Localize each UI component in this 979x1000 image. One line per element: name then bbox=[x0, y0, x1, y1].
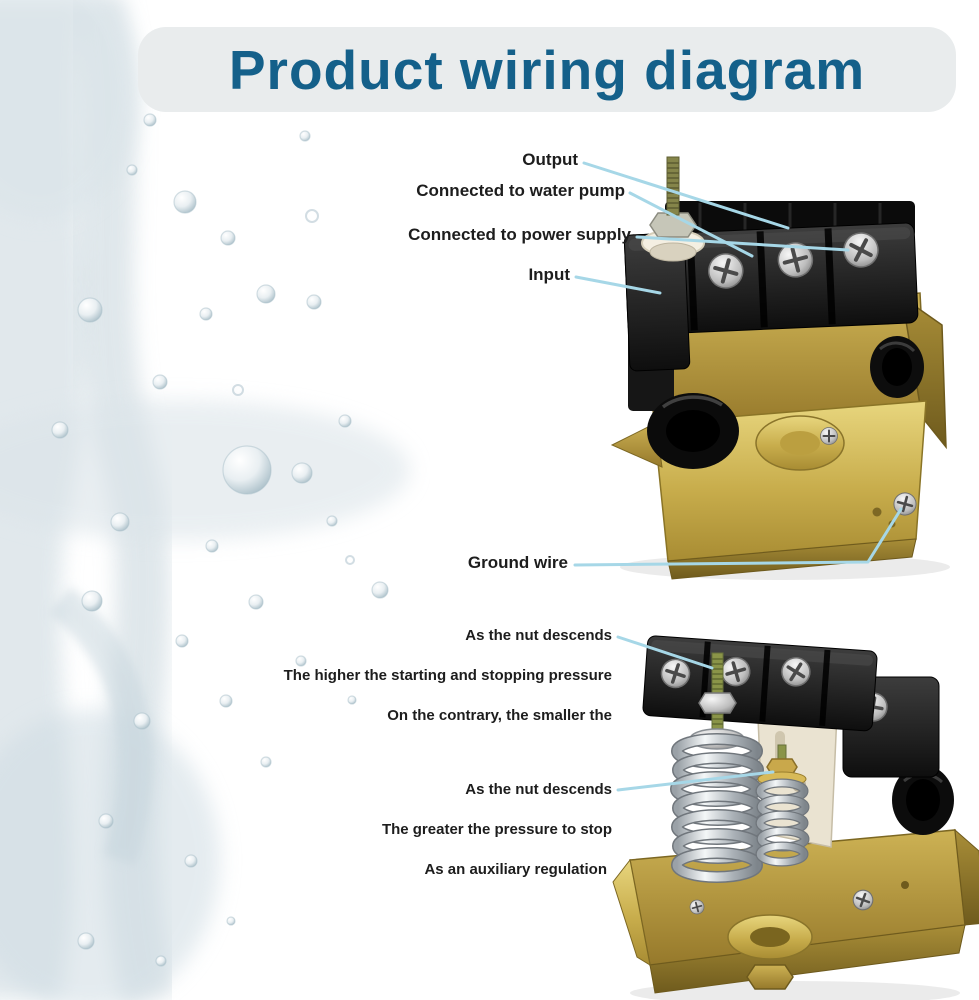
pressure-switch-spring-view bbox=[612, 635, 979, 1000]
label-on-contrary: On the contrary, the smaller the bbox=[387, 707, 612, 724]
adjusting-nut bbox=[698, 692, 737, 714]
diaphragm-dome bbox=[755, 415, 845, 471]
water-splash-decoration bbox=[0, 0, 410, 1000]
terminal-block bbox=[642, 635, 878, 732]
label-nut-descends-1: As the nut descends bbox=[465, 627, 612, 644]
water-droplets bbox=[51, 113, 389, 967]
pressure-switch-terminal-view bbox=[610, 156, 950, 580]
label-ground-wire: Ground wire bbox=[467, 553, 568, 572]
rubber-grommet bbox=[892, 765, 954, 835]
base-screws bbox=[687, 881, 909, 917]
label-output: Output bbox=[522, 150, 578, 169]
water-droplet-rings bbox=[232, 209, 355, 565]
label-greater-pressure: The greater the pressure to stop bbox=[381, 821, 612, 838]
label-higher-pressure: The higher the starting and stopping pre… bbox=[283, 667, 612, 684]
water-streaks bbox=[0, 0, 410, 1000]
label-nut-descends-2: As the nut descends bbox=[465, 781, 612, 798]
large-pressure-spring bbox=[676, 728, 758, 877]
label-input: Input bbox=[528, 265, 570, 284]
brass-base bbox=[612, 828, 979, 994]
title-banner: Product wiring diagram bbox=[138, 27, 956, 112]
front-rubber-grommet bbox=[647, 393, 739, 469]
right-rubber-grommet bbox=[870, 336, 924, 398]
page-title: Product wiring diagram bbox=[228, 38, 866, 101]
label-auxiliary-regulation: As an auxiliary regulation bbox=[424, 861, 607, 878]
label-connected-to-water-pump: Connected to water pump bbox=[416, 181, 625, 200]
inlet-port bbox=[727, 914, 813, 990]
label-connected-to-power-supply: Connected to power supply bbox=[408, 225, 631, 244]
